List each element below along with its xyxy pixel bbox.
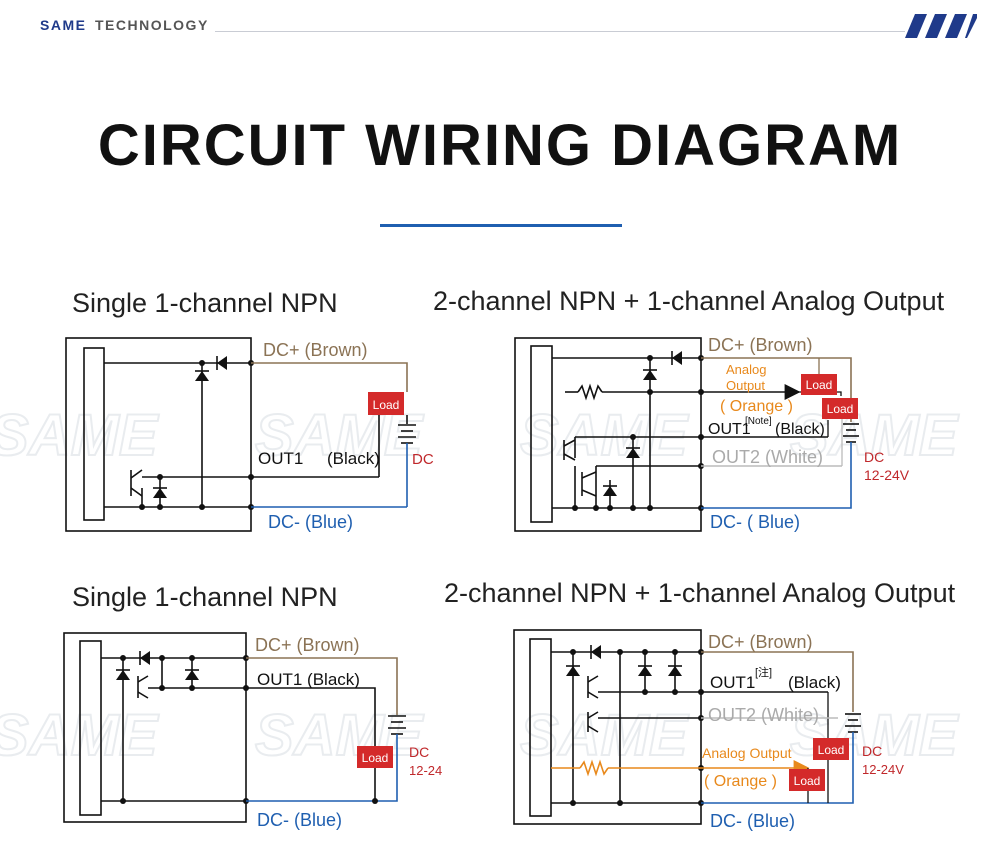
diagram2-orange: ( Orange ) [720, 398, 793, 415]
page-title: CIRCUIT WIRING DIAGRAM [97, 113, 903, 178]
diagram4-dc-minus: DC- (Blue) [710, 811, 795, 831]
brand-tagline: TECHNOLOGY [95, 17, 209, 33]
diagram4-title: 2-channel NPN + 1-channel Analog Output [444, 578, 956, 608]
diagram4: Load Load DC+ (Brown) OUT1 [注] (Black) O… [513, 629, 904, 831]
diagram2-dc-plus: DC+ (Brown) [708, 335, 813, 355]
watermark-4: SAME [790, 403, 960, 468]
diagram3: Load DC+ (Brown) OUT1 (Black) DC- (Blue)… [63, 632, 442, 830]
diagram2-output: Output [726, 378, 765, 393]
diagram1-dc-minus: DC- (Blue) [268, 512, 353, 532]
diagram4-out2: OUT2 (White) [708, 705, 819, 725]
diagram2-out2: OUT2 (White) [712, 447, 823, 467]
diagram2-dc-minus: DC- ( Blue) [710, 512, 800, 532]
diagram2-analog: Analog [726, 362, 766, 377]
diagram3-dc-minus: DC- (Blue) [257, 810, 342, 830]
watermark-6: SAME [255, 703, 425, 768]
diagram4-out1: OUT1 [710, 673, 755, 692]
diagram2-load-1: Load [806, 378, 833, 392]
diagram2-voltage: 12-24V [864, 467, 910, 483]
diagram2-out1-color: (Black) [775, 421, 825, 438]
diagram4-out1-color: (Black) [788, 673, 841, 692]
diagram2-load-2: Load [827, 402, 854, 416]
diagram1-out1-color: (Black) [327, 449, 380, 468]
header-stripes-icon [905, 14, 977, 38]
watermark-7: SAME [520, 703, 690, 768]
diagram3-load: Load [362, 751, 389, 765]
diagram3-title: Single 1-channel NPN [72, 582, 338, 612]
diagram4-load-2: Load [794, 774, 821, 788]
diagram1-out1: OUT1 [258, 449, 303, 468]
diagram4-dc-plus: DC+ (Brown) [708, 632, 813, 652]
diagram3-dc-plus: DC+ (Brown) [255, 635, 360, 655]
diagram4-supply: DC [862, 743, 882, 759]
title-underline [380, 224, 622, 227]
diagram4-load-1: Load [818, 743, 845, 757]
brand-name: SAME [40, 17, 87, 33]
diagram1-supply: DC [412, 451, 434, 468]
diagram1: Load DC+ (Brown) OUT1 (Black) DC- (Blue)… [65, 337, 434, 532]
diagram4-orange: ( Orange ) [704, 773, 777, 790]
diagram2: Load Load DC+ (Brown) Analog Output ( Or… [514, 335, 910, 532]
diagram4-voltage: 12-24V [862, 762, 904, 777]
diagram2-note: [Note] [745, 416, 772, 427]
diagram4-analog: Analog Output [702, 745, 792, 761]
diagram2-supply: DC [864, 449, 884, 465]
diagram3-out1: OUT1 (Black) [257, 670, 360, 689]
diagram2-title: 2-channel NPN + 1-channel Analog Output [433, 286, 945, 316]
diagram3-voltage: 12-24 [409, 763, 442, 778]
diagram4-note: [注] [755, 665, 772, 679]
watermark-3: SAME [520, 403, 690, 468]
diagram3-supply: DC [409, 744, 429, 760]
diagram1-dc-plus: DC+ (Brown) [263, 340, 368, 360]
diagram2-out1: OUT1 [708, 421, 751, 438]
watermark-1: SAME [0, 403, 160, 468]
header-divider [215, 31, 905, 32]
diagram1-load: Load [373, 398, 400, 412]
diagram1-title: Single 1-channel NPN [72, 288, 338, 318]
